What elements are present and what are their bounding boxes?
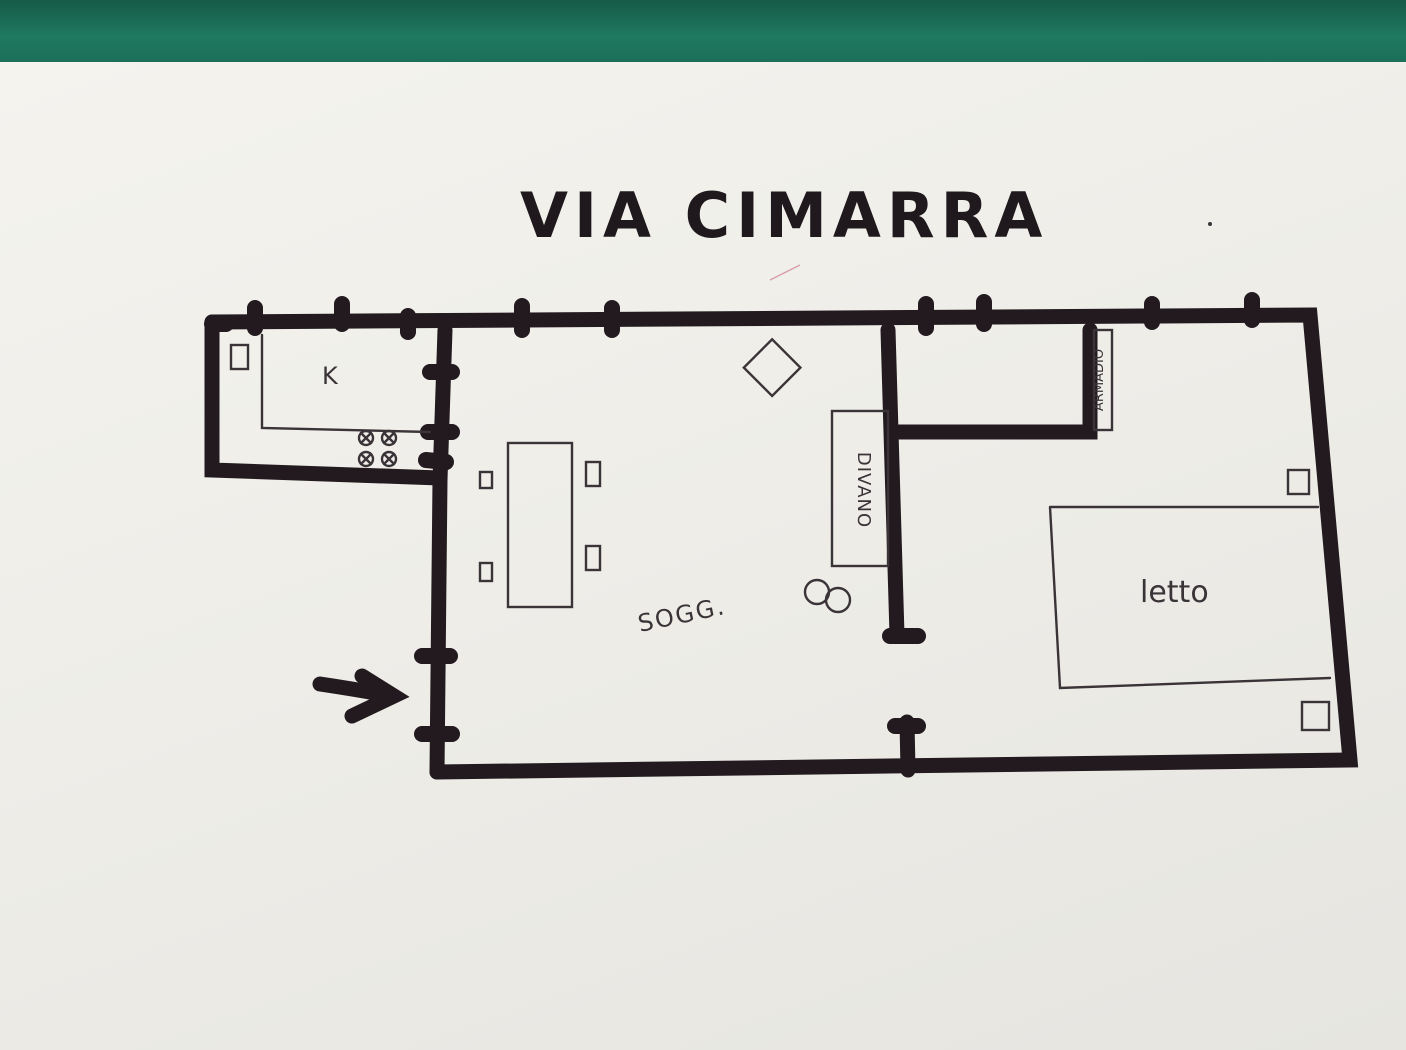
interior-walls — [880, 322, 1098, 778]
bedroom: letto — [1048, 468, 1332, 732]
nightstand-icon — [1286, 468, 1311, 496]
paper-sheet — [0, 62, 1406, 1050]
wardrobe: ARMADIO — [1092, 328, 1114, 432]
stray-mark — [769, 264, 801, 281]
plan-title: VIA CIMARRA — [520, 179, 1048, 252]
chair-icon — [478, 561, 494, 583]
sofa — [830, 409, 890, 568]
ink-dot — [1208, 222, 1212, 226]
entrance-arrow-icon — [312, 668, 410, 724]
sofa-label: DIVANO — [853, 452, 874, 528]
stove-burner-icon — [357, 429, 398, 468]
plant-icon — [742, 337, 803, 398]
chair-icon — [478, 470, 494, 490]
chair-icon — [584, 460, 602, 488]
wardrobe-label: ARMADIO — [1092, 349, 1107, 411]
dining-table — [506, 441, 574, 609]
bed — [1048, 505, 1332, 690]
living-label: SOGG. — [635, 592, 728, 638]
window-icon — [229, 343, 250, 371]
window-marks — [204, 292, 1260, 742]
nightstand-icon — [1300, 700, 1331, 732]
kitchen-label: K — [322, 362, 339, 390]
armchairs-icon — [803, 578, 852, 614]
bed-label: letto — [1140, 575, 1209, 610]
living-room: SOGG. DIVANO — [478, 337, 890, 638]
kitchen-room: K — [229, 333, 432, 468]
chair-icon — [584, 544, 602, 572]
